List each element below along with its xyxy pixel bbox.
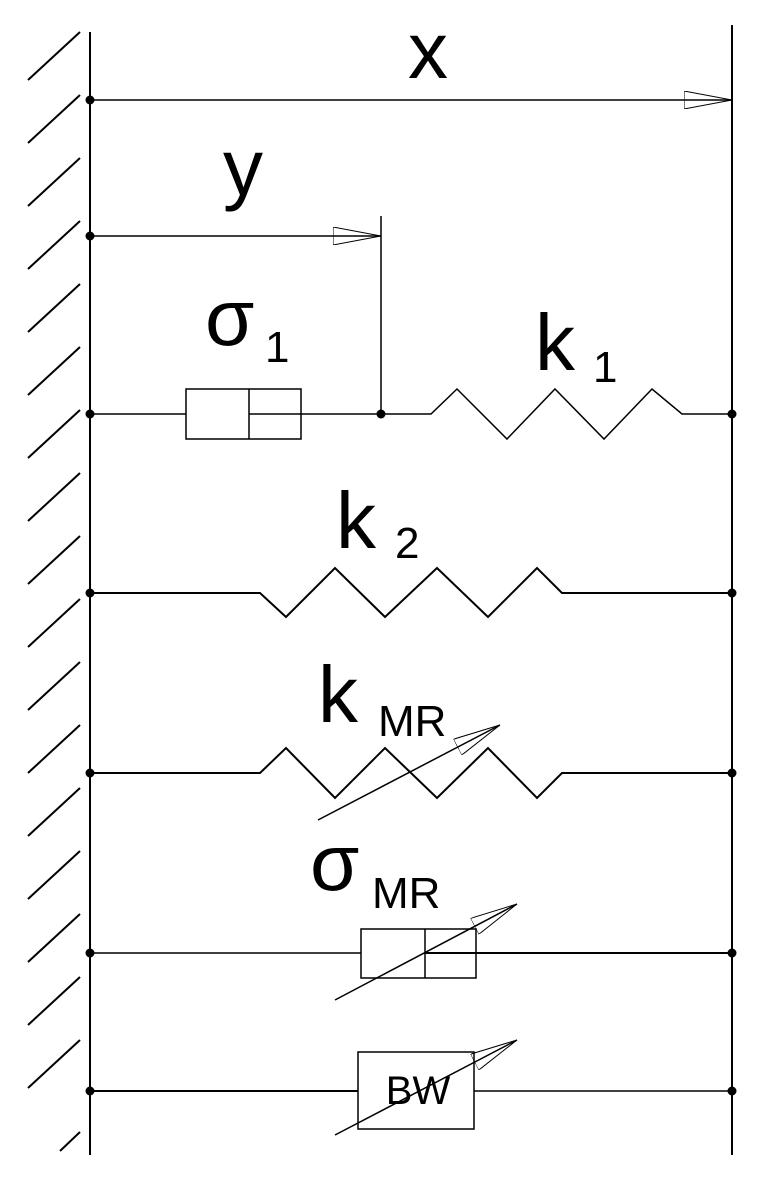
sigmamr-symbol: σ xyxy=(310,818,359,907)
k2-subscript: 2 xyxy=(395,519,419,568)
branch-sigma1-k1 xyxy=(85,387,737,441)
sigma1-symbol: σ xyxy=(205,273,254,362)
sigma1-subscript: 1 xyxy=(265,323,289,372)
y-arrow-origin-dot xyxy=(85,231,95,241)
sigmamr-variable-arrow xyxy=(334,903,518,1001)
x-label: x xyxy=(408,6,448,95)
branch-bw xyxy=(85,1039,737,1136)
spring-k1 xyxy=(381,387,732,441)
k1-symbol: k xyxy=(535,298,576,387)
branch-kmr xyxy=(85,724,737,821)
branch-sigmamr xyxy=(85,903,737,1001)
y-label: y xyxy=(223,123,263,212)
bw-variable-arrow xyxy=(334,1039,518,1136)
kmr-variable-arrow xyxy=(317,724,501,821)
spring-k2 xyxy=(90,566,732,619)
spring-kmr xyxy=(90,746,732,800)
k1-subscript: 1 xyxy=(593,343,617,392)
branch-k2 xyxy=(85,566,737,619)
k2-symbol: k xyxy=(336,476,377,565)
sigmamr-subscript: MR xyxy=(372,869,440,918)
kmr-subscript: MR xyxy=(378,697,446,746)
x-arrow-origin-dot xyxy=(85,95,95,105)
kmr-symbol: k xyxy=(318,650,359,739)
bw-label: BW xyxy=(386,1069,451,1113)
wall-hatch xyxy=(27,31,81,1152)
